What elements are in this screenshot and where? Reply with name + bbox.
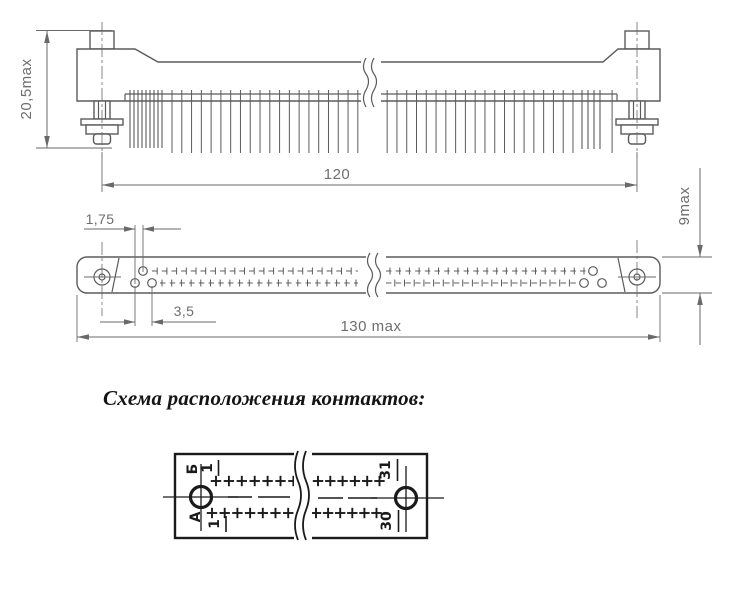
left-mount-hole [84,242,121,316]
depth-dimension-label: 9max [676,187,693,226]
first-contact-bottom: 1 [207,519,223,529]
dimension-height: 20,5max [18,30,112,149]
contact-plus-marks [206,475,385,519]
dimension-row-offset: 3,5 [100,286,216,326]
dimension-pitch: 1,75 [84,211,181,284]
row-offset-dimension-label: 3,5 [174,303,195,319]
dimension-depth: 9max [662,168,712,345]
row-bottom-letter: А [188,511,204,522]
row-top-letter: Б [185,464,201,475]
last-contact-top: 31 [378,460,394,479]
connector-plan-view [76,240,661,318]
right-mount-hole [618,240,656,318]
pitch-dimension-label: 1,75 [86,211,115,227]
height-dimension-label: 20,5max [18,58,35,119]
contact-tick-rows [156,267,585,287]
scheme-title: Схема расположения контактов: [103,386,426,410]
mount-span-dimension-label: 120 [324,166,351,183]
first-contact-top: 1 [200,463,216,473]
length-dimension-label: 130 max [340,318,401,335]
connector-side-view [76,22,661,158]
last-contact-bottom: 30 [379,511,395,531]
contact-scheme-diagram: Б 1 А 1 31 30 [163,450,444,542]
dimension-length: 130 max [76,295,661,342]
pin-field [129,90,613,153]
dimension-mount-span: 120 [101,152,638,192]
